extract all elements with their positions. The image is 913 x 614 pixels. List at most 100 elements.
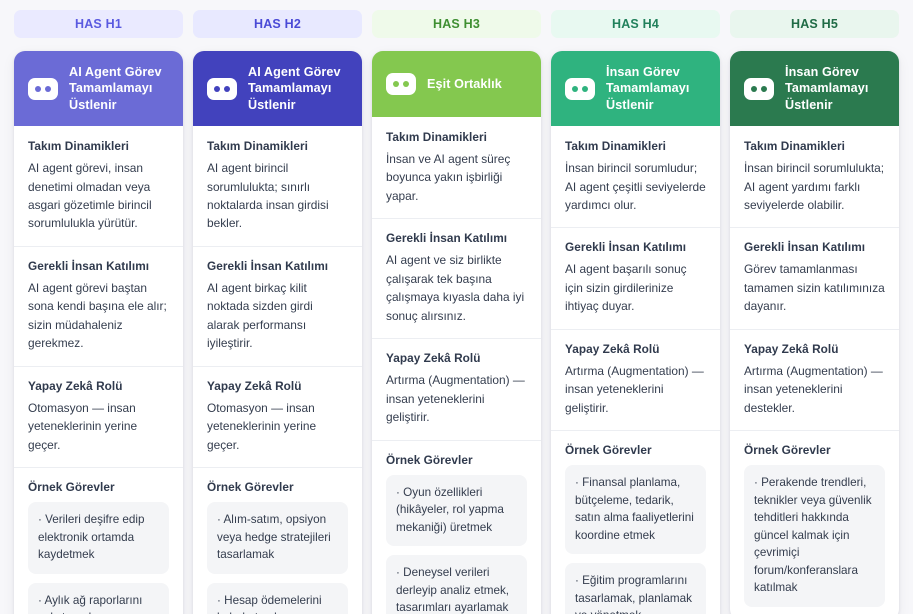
- tab-bar: HAS H1 HAS H2 HAS H3 HAS H4 HAS H5: [14, 10, 899, 38]
- examples-title: Örnek Görevler: [565, 443, 652, 458]
- section-text: İnsan birincil sorumludur; AI agent çeşi…: [565, 161, 706, 212]
- examples-section: Örnek Görevler · Perakende trendleri, tek…: [730, 430, 899, 614]
- examples-title: Örnek Görevler: [207, 480, 294, 495]
- card-title: İnsan Görev Tamamlamayı Üstlenir: [606, 65, 690, 112]
- examples-title: Örnek Görevler: [386, 452, 473, 467]
- tab-label: HAS H4: [611, 17, 660, 31]
- card-title: İnsan Görev Tamamlamayı Üstlenir: [785, 65, 869, 112]
- tab-has-h3[interactable]: HAS H3: [372, 10, 541, 38]
- section-text: Otomasyon — insan yeteneklerinin yerine …: [28, 400, 138, 452]
- examples-section: Örnek Görevler · Oyun özellikleri (hikâye…: [372, 439, 541, 614]
- example-chip-list: · Perakende trendleri, teknikler veya gü…: [744, 465, 885, 607]
- section-title: Takım Dinamikleri: [565, 139, 666, 154]
- tab-has-h4[interactable]: HAS H4: [551, 10, 720, 38]
- section-text: AI agent görevi baştan sona kendi başına…: [28, 280, 167, 351]
- section-title: Yapay Zekâ Rolü: [28, 378, 123, 393]
- section: Takım Dinamikleri AI agent görevi, insan …: [14, 126, 183, 246]
- card-header: Eşit Ortaklık: [372, 51, 541, 117]
- robot-icon-dot: [393, 81, 399, 87]
- card-title: Eşit Ortaklık: [427, 76, 502, 91]
- robot-icon-dot: [751, 85, 757, 92]
- robot-icon: [565, 77, 595, 100]
- example-chip[interactable]: · Aylık ağ raporlarını çalıştırmak: [28, 582, 169, 614]
- examples-title: Örnek Görevler: [28, 480, 115, 495]
- card-header: AI Agent Görev Tamamlamayı Üstlenir: [193, 51, 362, 127]
- example-chip[interactable]: · Finansal planlama, bütçeleme, tedarik,…: [565, 465, 706, 555]
- section-text: AI agent başarılı sonuç için sizin girdi…: [565, 262, 687, 314]
- robot-icon: [386, 73, 416, 95]
- examples-section: Örnek Görevler · Finansal planlama, bütçe…: [551, 430, 720, 614]
- example-chip[interactable]: · Verileri deşifre edip elektronik ortam…: [28, 502, 169, 574]
- section-text: Görev tamamlanması tamamen sizin katılım…: [744, 262, 885, 314]
- tab-has-h1[interactable]: HAS H1: [14, 10, 183, 38]
- example-chip[interactable]: · Alım-satım, opsiyon veya hedge stratej…: [207, 502, 348, 574]
- section-text: İnsan birincil sorumlulukta; AI agent ya…: [744, 161, 885, 212]
- section-title: Yapay Zekâ Rolü: [744, 341, 839, 356]
- example-chip[interactable]: · Perakende trendleri, teknikler veya gü…: [744, 465, 885, 607]
- section: Gerekli İnsan Katılımı AI agent birkaç ki…: [193, 245, 362, 366]
- robot-icon-dot: [572, 85, 578, 92]
- example-chip[interactable]: · Oyun özellikleri (hikâyeler, rol yapma…: [386, 474, 527, 547]
- robot-icon-dot: [45, 85, 51, 92]
- section-title: Yapay Zekâ Rolü: [207, 378, 302, 393]
- section-text: Artırma (Augmentation) — insan yetenekle…: [744, 363, 883, 415]
- tab-has-h2[interactable]: HAS H2: [193, 10, 362, 38]
- section-title: Yapay Zekâ Rolü: [386, 351, 481, 366]
- section-text: Otomasyon — insan yeteneklerinin yerine …: [207, 400, 317, 452]
- section-title: Takım Dinamikleri: [28, 139, 129, 154]
- robot-icon-dot: [403, 81, 409, 87]
- section-title: Takım Dinamikleri: [744, 139, 845, 154]
- tab-label: HAS H3: [432, 17, 481, 31]
- section-title: Takım Dinamikleri: [386, 130, 487, 144]
- robot-icon: [207, 77, 237, 100]
- tab-has-h5[interactable]: HAS H5: [730, 10, 899, 38]
- example-chip-list: · Finansal planlama, bütçeleme, tedarik,…: [565, 465, 706, 614]
- example-chip-list: · Alım-satım, opsiyon veya hedge stratej…: [207, 502, 348, 614]
- tab-label: HAS H2: [253, 17, 302, 31]
- card-header: İnsan Görev Tamamlamayı Üstlenir: [730, 51, 899, 127]
- section-text: AI agent birkaç kilit noktada sizden gir…: [207, 280, 313, 351]
- section-text: İnsan ve AI agent süreç boyunca yakın iş…: [386, 152, 511, 203]
- section-title: Gerekli İnsan Katılımı: [386, 231, 508, 246]
- section-text: AI agent görevi, insan denetimi olmadan …: [28, 161, 152, 231]
- example-chip-list: · Oyun özellikleri (hikâyeler, rol yapma…: [386, 474, 527, 614]
- robot-icon-dot: [582, 85, 588, 92]
- example-chip[interactable]: · Hesap ödemelerini kabul etmek: [207, 582, 348, 614]
- examples-title: Örnek Görevler: [744, 443, 831, 458]
- section-text: Artırma (Augmentation) — insan yetenekle…: [565, 363, 704, 415]
- robot-icon: [744, 77, 774, 100]
- section-text: AI agent ve siz birlikte çalışarak tek b…: [386, 253, 525, 323]
- section-title: Yapay Zekâ Rolü: [565, 341, 660, 356]
- example-chip[interactable]: · Deneysel verileri derleyip analiz etme…: [386, 555, 527, 614]
- section: Gerekli İnsan Katılımı AI agent ve siz bi…: [372, 218, 541, 338]
- card-header: AI Agent Görev Tamamlamayı Üstlenir: [14, 51, 183, 127]
- section-text: Artırma (Augmentation) — insan yetenekle…: [386, 373, 525, 425]
- robot-icon-dot: [761, 85, 767, 92]
- tab-label: HAS H1: [74, 17, 123, 31]
- card-body: Takım Dinamikleri AI agent görevi, insan …: [14, 126, 183, 614]
- robot-icon-dot: [214, 85, 220, 92]
- examples-section: Örnek Görevler · Verileri deşifre edip el…: [14, 467, 183, 614]
- robot-icon-dot: [224, 85, 230, 92]
- section-title: Gerekli İnsan Katılımı: [207, 258, 329, 273]
- example-chip[interactable]: · Eğitim programlarını tasarlamak, planl…: [565, 563, 706, 614]
- section-title: Takım Dinamikleri: [207, 139, 308, 154]
